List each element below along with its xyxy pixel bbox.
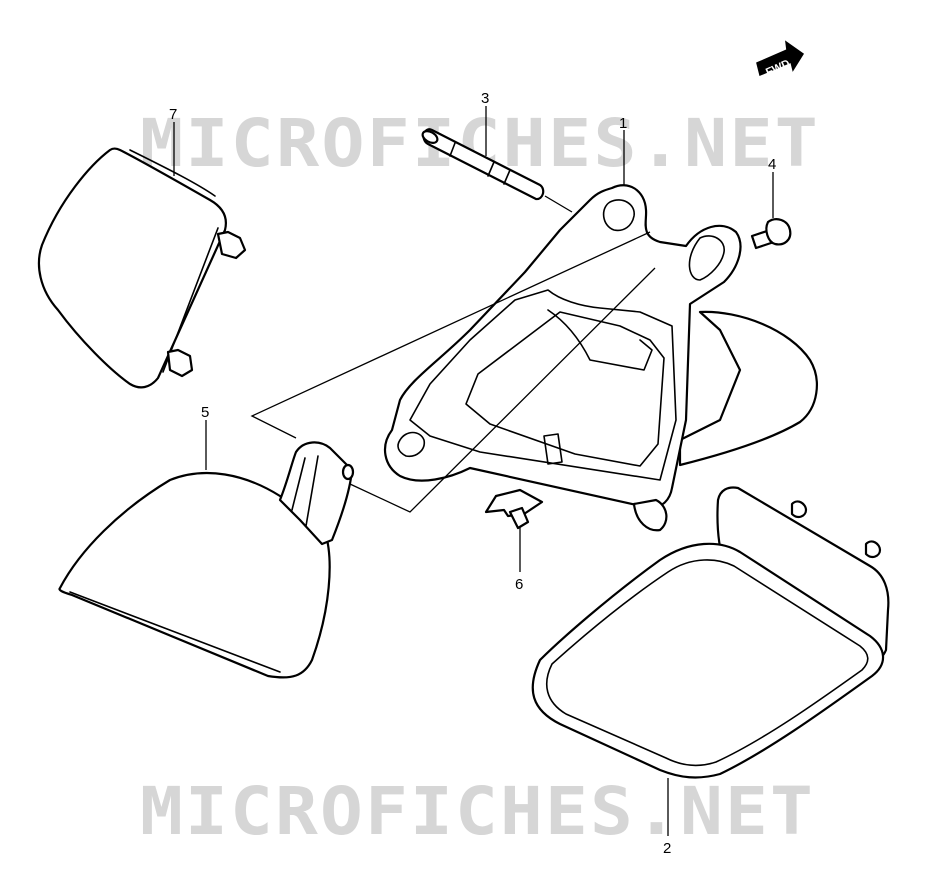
part-2-tray <box>531 486 890 779</box>
callout-2: 2 <box>663 840 671 857</box>
arrow-right-icon <box>756 40 805 77</box>
callout-5: 5 <box>201 404 209 421</box>
guide-line-upper <box>250 231 651 439</box>
part-7-cover <box>37 147 247 389</box>
part-1-bracket <box>383 184 818 532</box>
callout-3: 3 <box>481 90 489 107</box>
watermark-bottom: MICROFICHES.NET <box>140 773 815 850</box>
part-3-shaft <box>421 128 545 201</box>
callout-1: 1 <box>619 115 627 132</box>
part-5-panel <box>58 441 355 679</box>
part-4-bolt <box>750 218 792 250</box>
guide-line-shaft <box>544 195 573 213</box>
callout-7: 7 <box>169 106 177 123</box>
callout-6: 6 <box>515 576 523 593</box>
callout-4: 4 <box>768 156 776 173</box>
fwd-badge: FWD <box>756 40 805 79</box>
part-6-clip <box>484 488 544 530</box>
guide-line-lower <box>349 267 656 513</box>
